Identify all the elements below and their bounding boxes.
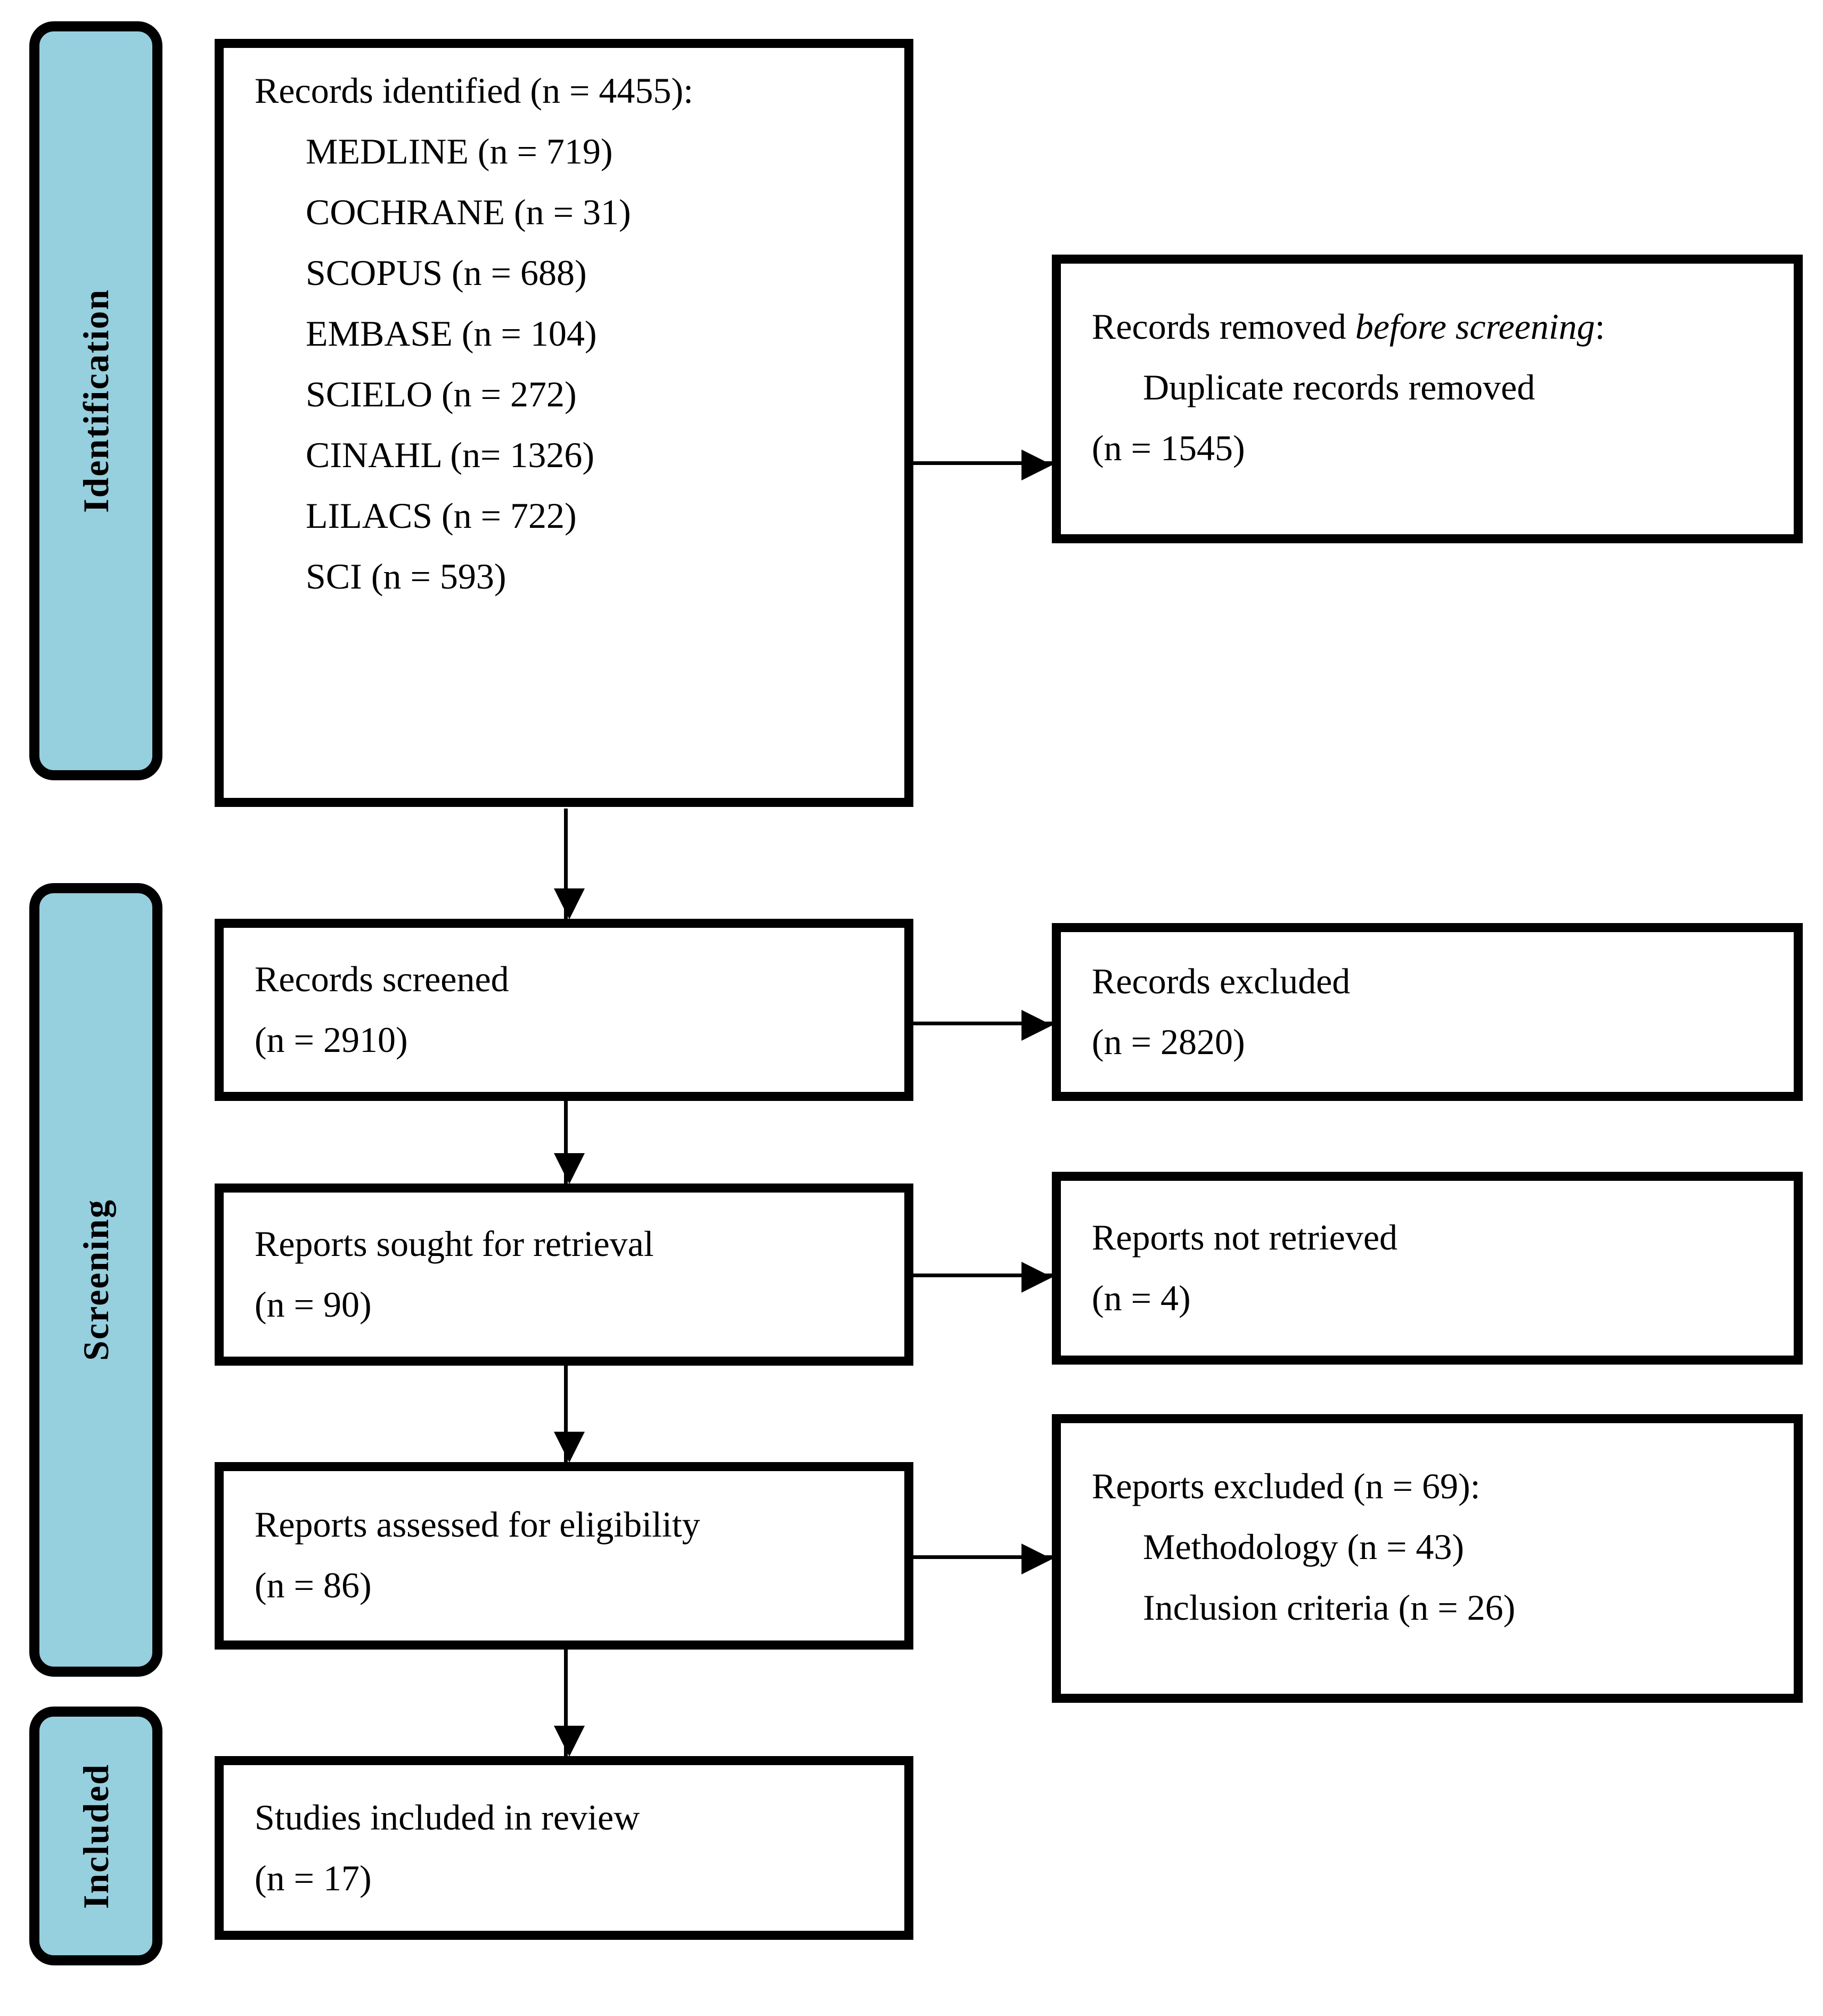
arrow-screened-to-excluded bbox=[913, 1010, 1052, 1041]
arrow-screened-to-sought bbox=[554, 1101, 585, 1184]
box-reports-sought: Reports sought for retrieval (n = 90) bbox=[215, 1184, 913, 1366]
reports-sought-count: (n = 90) bbox=[255, 1284, 372, 1325]
reports-assessed-title: Reports assessed for eligibility bbox=[255, 1504, 700, 1545]
arrowhead-down-icon bbox=[554, 1726, 585, 1757]
stage-pill-identification: Identification bbox=[29, 21, 162, 780]
stage-label-identification: Identification bbox=[76, 289, 116, 513]
stage-pill-included: Included bbox=[29, 1707, 162, 1965]
reports-excluded-reason-inclusion: Inclusion criteria (n = 26) bbox=[1143, 1587, 1516, 1628]
records-excluded-title: Records excluded bbox=[1092, 961, 1351, 1001]
arrowhead-down-icon bbox=[554, 1153, 585, 1184]
source-medline: MEDLINE (n = 719) bbox=[306, 131, 613, 172]
source-cochrane: COCHRANE (n = 31) bbox=[306, 192, 631, 232]
box-reports-assessed: Reports assessed for eligibility (n = 86… bbox=[215, 1462, 913, 1650]
reports-excluded-title: Reports excluded (n = 69): bbox=[1092, 1466, 1481, 1506]
arrow-assessed-to-excluded bbox=[913, 1544, 1052, 1574]
reports-not-retrieved-count: (n = 4) bbox=[1092, 1278, 1191, 1318]
source-scielo: SCIELO (n = 272) bbox=[306, 374, 577, 414]
records-screened-count: (n = 2910) bbox=[255, 1019, 408, 1060]
records-screened-title: Records screened bbox=[255, 959, 509, 999]
arrow-sought-to-assessed bbox=[554, 1366, 585, 1463]
records-removed-title-italic: before screening bbox=[1355, 306, 1595, 347]
stage-label-included: Included bbox=[76, 1763, 116, 1909]
arrow-assessed-to-included bbox=[554, 1650, 585, 1757]
arrowhead-right-icon bbox=[1021, 1262, 1052, 1293]
records-excluded-count: (n = 2820) bbox=[1092, 1022, 1245, 1062]
reports-sought-title: Reports sought for retrieval bbox=[255, 1223, 654, 1264]
source-sci: SCI (n = 593) bbox=[306, 556, 506, 597]
reports-assessed-count: (n = 86) bbox=[255, 1565, 372, 1605]
source-lilacs: LILACS (n = 722) bbox=[306, 495, 577, 536]
records-identified-title: Records identified (n = 4455): bbox=[255, 70, 693, 111]
records-removed-count: (n = 1545) bbox=[1092, 428, 1245, 468]
arrowhead-right-icon bbox=[1021, 1010, 1052, 1041]
arrowhead-right-icon bbox=[1021, 450, 1052, 480]
box-reports-excluded: Reports excluded (n = 69): Methodology (… bbox=[1052, 1414, 1803, 1703]
studies-included-title: Studies included in review bbox=[255, 1797, 640, 1838]
arrow-identified-to-screened bbox=[554, 809, 585, 919]
arrowhead-down-icon bbox=[554, 1432, 585, 1463]
source-cinahl: CINAHL (n= 1326) bbox=[306, 435, 594, 475]
box-studies-included: Studies included in review (n = 17) bbox=[215, 1756, 913, 1940]
reports-not-retrieved-title: Reports not retrieved bbox=[1092, 1217, 1398, 1258]
source-scopus: SCOPUS (n = 688) bbox=[306, 252, 587, 293]
box-records-identified: Records identified (n = 4455): MEDLINE (… bbox=[215, 39, 913, 807]
records-removed-title: Records removed before screening: bbox=[1092, 308, 1763, 345]
stage-label-screening: Screening bbox=[76, 1199, 116, 1361]
source-embase: EMBASE (n = 104) bbox=[306, 313, 597, 354]
stage-pill-screening: Screening bbox=[29, 883, 162, 1677]
arrow-identified-to-removed bbox=[913, 450, 1052, 480]
arrow-sought-to-not-retrieved bbox=[913, 1262, 1052, 1293]
arrowhead-right-icon bbox=[1021, 1544, 1052, 1574]
box-records-excluded: Records excluded (n = 2820) bbox=[1052, 923, 1803, 1101]
records-removed-title-post: : bbox=[1595, 306, 1605, 347]
reports-excluded-reason-methodology: Methodology (n = 43) bbox=[1143, 1527, 1465, 1567]
studies-included-count: (n = 17) bbox=[255, 1858, 372, 1898]
box-records-screened: Records screened (n = 2910) bbox=[215, 919, 913, 1101]
box-records-removed: Records removed before screening: Duplic… bbox=[1052, 255, 1803, 543]
arrowhead-down-icon bbox=[554, 888, 585, 919]
records-removed-title-pre: Records removed bbox=[1092, 306, 1355, 347]
box-reports-not-retrieved: Reports not retrieved (n = 4) bbox=[1052, 1172, 1803, 1365]
records-removed-reason: Duplicate records removed bbox=[1143, 367, 1535, 407]
